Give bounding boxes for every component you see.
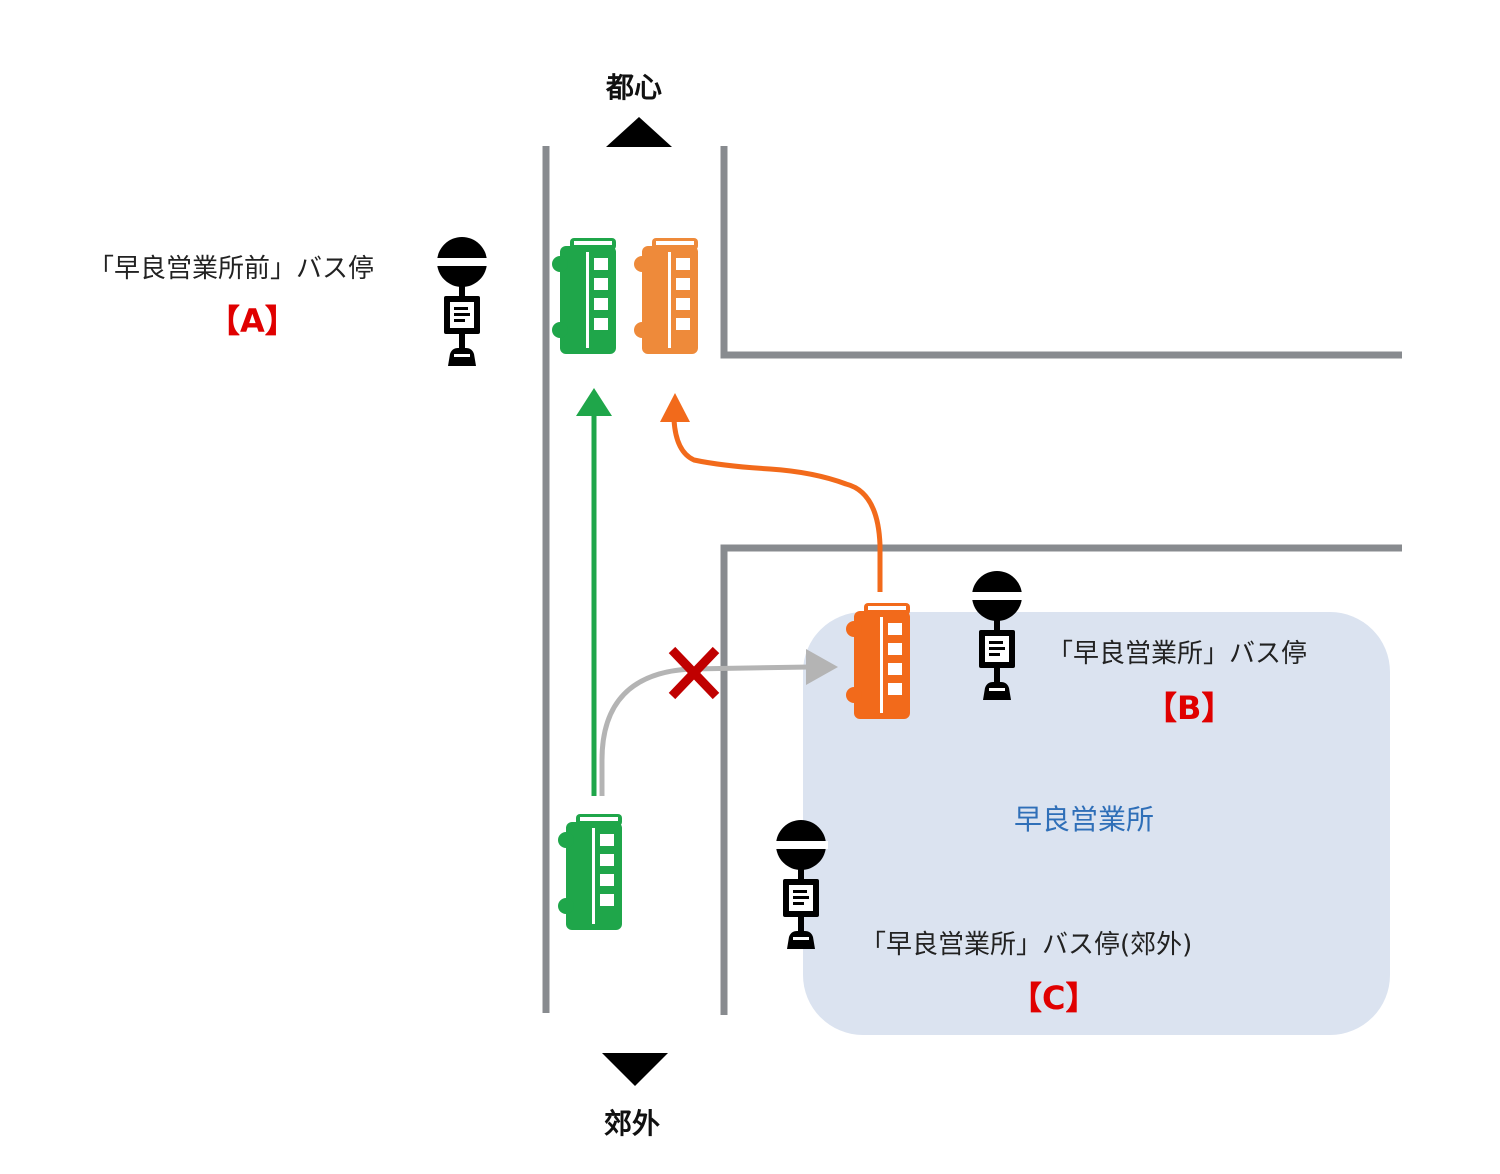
stop-b-name: 「早良営業所」バス停 xyxy=(1047,639,1308,669)
stop-a-name: 「早良営業所前」バス停 xyxy=(88,254,375,284)
stop-b-code: 【B】 xyxy=(1145,689,1234,727)
direction-south-label: 郊外 xyxy=(604,1107,661,1140)
arrow-down-icon xyxy=(602,1053,668,1086)
road-north-block-edge xyxy=(720,146,1402,359)
bus-icon xyxy=(552,238,616,354)
direction-north-label: 都心 xyxy=(606,71,663,104)
office-area xyxy=(803,612,1390,1035)
orange-route xyxy=(660,393,883,592)
bus-icon xyxy=(846,603,910,719)
cross-mark-icon xyxy=(668,646,720,700)
arrow-up-icon xyxy=(606,117,672,147)
blocked-route xyxy=(599,649,838,796)
bus-icon xyxy=(558,814,622,930)
stop-c-code: 【C】 xyxy=(1010,979,1098,1017)
green-route xyxy=(576,388,612,796)
office-label: 早良営業所 xyxy=(1014,803,1155,836)
roads xyxy=(542,146,1402,1015)
road-south-block-edge xyxy=(720,544,1402,1015)
bus-icon xyxy=(634,238,698,354)
stop-a-code: 【A】 xyxy=(208,302,297,340)
bus-stop-icon xyxy=(435,237,489,366)
stop-c-name: 「早良営業所」バス停(郊外) xyxy=(860,930,1193,960)
